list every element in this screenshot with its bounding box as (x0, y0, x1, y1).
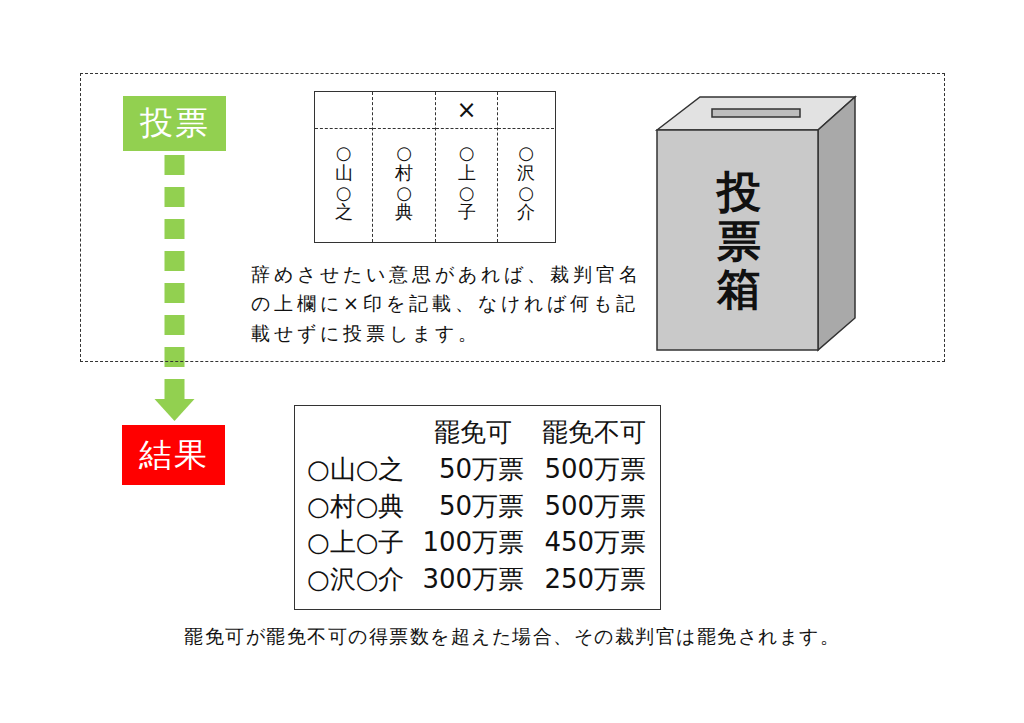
vote-count: 250万票 (542, 563, 646, 597)
name-cell: ○村○典 (373, 129, 435, 222)
ballot-column: ○沢○介 (498, 92, 554, 242)
step-title: 投票 (140, 101, 210, 146)
name-cell: ○上○子 (436, 129, 497, 222)
judge-name: ○村○典 (395, 143, 413, 222)
vote-count: 300万票 (422, 563, 524, 597)
name-cell: ○山○之 (315, 129, 372, 222)
flow-arrow (155, 155, 195, 421)
ballot-column: ○村○典 (373, 92, 436, 242)
corner-cell (307, 416, 404, 450)
ballot-column: ○山○之 (315, 92, 373, 242)
dashed-region: 辞めさせたい意思があれば、裁判官名の上欄に×印を記載、なければ何も記載せずに投票… (80, 73, 945, 362)
vote-count: 50万票 (422, 453, 524, 487)
column-header: 罷免不可 (542, 416, 646, 450)
vote-count: 100万票 (422, 526, 524, 560)
mark-cell (373, 92, 435, 129)
ballot-box: 投票箱 (658, 131, 819, 351)
arrow-head (155, 399, 195, 421)
mark-cell: × (436, 92, 497, 129)
judge-name: ○沢○介 (307, 563, 404, 597)
caption: 罷免可が罷免不可の得票数を超えた場合、その裁判官は罷免されます。 (0, 624, 1024, 650)
vote-count: 50万票 (422, 490, 524, 524)
judge-name: ○上○子 (307, 526, 404, 560)
judge-name: ○山○之 (307, 453, 404, 487)
step-label: 投票 (123, 96, 226, 151)
ballot-column: × ○上○子 (436, 92, 498, 242)
x-mark: × (456, 96, 476, 124)
ballot-paper: ○山○之 ○村○典 × ○上○子 ○沢○介 (314, 91, 556, 243)
instruction-note: 辞めさせたい意思があれば、裁判官名の上欄に×印を記載、なければ何も記載せずに投票… (251, 260, 651, 348)
judge-name: ○山○之 (335, 143, 353, 222)
judge-name: ○村○典 (307, 490, 404, 524)
vote-count: 450万票 (542, 526, 646, 560)
arrow-shaft (165, 155, 185, 399)
step-label: 結果 (122, 425, 225, 485)
mark-cell (315, 92, 372, 129)
box-side (818, 97, 855, 350)
step-title: 結果 (139, 433, 209, 478)
vote-count: 500万票 (542, 490, 646, 524)
box-front (657, 130, 818, 350)
judge-name: ○沢○介 (517, 143, 535, 222)
result-table: 罷免可罷免不可 ○山○之 50万票 500万票 ○村○典 50万票 500万票 ○上○子 100… (294, 405, 661, 610)
judge-name: ○上○子 (458, 143, 476, 222)
column-header: 罷免可 (422, 416, 524, 450)
mark-cell (498, 92, 554, 129)
box-label: 投票箱 (717, 168, 761, 313)
name-cell: ○沢○介 (498, 129, 554, 222)
vote-count: 500万票 (542, 453, 646, 487)
box-slot (712, 109, 800, 117)
